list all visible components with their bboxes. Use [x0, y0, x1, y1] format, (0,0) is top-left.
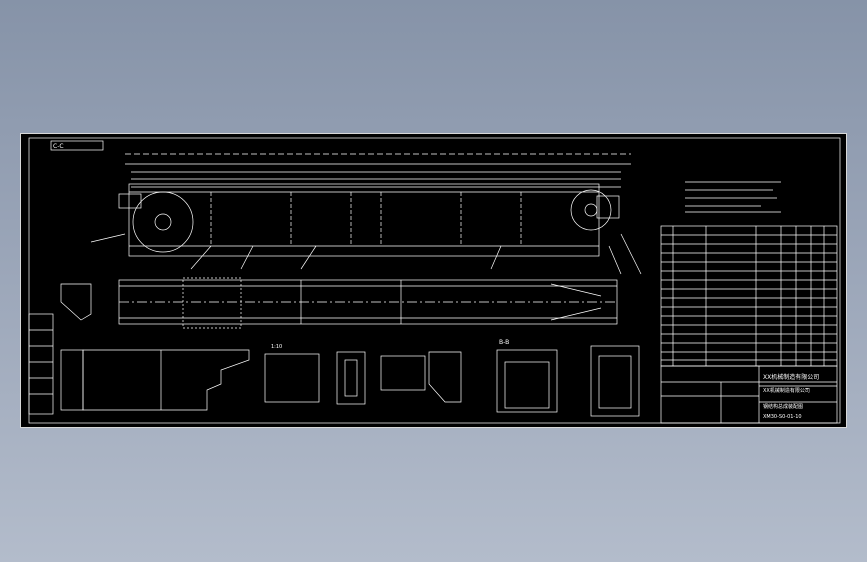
detail-views	[60, 345, 640, 417]
company-line2: XX机械制造有限公司	[763, 387, 810, 394]
drawing-sheet[interactable]: C-C B-B 1:10 XX机械制造有限公司 XX机械制造有限公司 钢结构总成…	[20, 133, 847, 428]
drawing-frame	[28, 137, 841, 424]
revision-block	[28, 313, 54, 415]
beam-plan	[118, 277, 618, 329]
scale-label: 1:10	[271, 344, 282, 350]
drawing-number: XM30-S0-01-10	[763, 414, 802, 420]
technical-notes	[685, 181, 781, 213]
drawing-name: 钢结构总成装配图	[763, 403, 803, 410]
cad-drawing: C-C B-B 1:10 XX机械制造有限公司 XX机械制造有限公司 钢结构总成…	[28, 137, 841, 424]
parts-list	[660, 225, 838, 367]
view-label: C-C	[53, 143, 64, 150]
title-block	[660, 365, 838, 424]
beam-elevation	[90, 153, 642, 275]
company-line1: XX机械制造有限公司	[763, 373, 819, 381]
section-b-label: B-B	[499, 339, 509, 346]
